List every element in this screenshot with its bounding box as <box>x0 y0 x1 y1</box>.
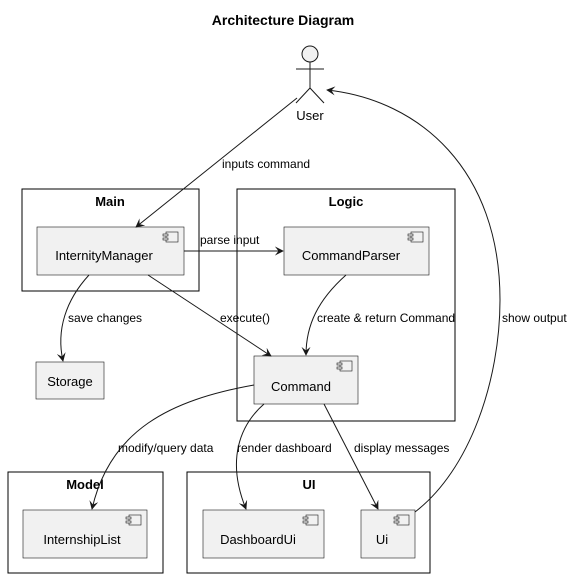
edge-save-changes-label: save changes <box>68 311 142 325</box>
component-command-parser: CommandParser <box>283 226 430 276</box>
ui-label: Ui <box>376 532 388 547</box>
component-icon <box>162 231 179 243</box>
package-model: Model <box>7 471 164 574</box>
edge-modify-query <box>89 384 255 510</box>
component-icon <box>302 514 319 526</box>
package-main-label: Main <box>95 194 125 209</box>
storage-label: Storage <box>47 374 93 389</box>
component-internship-list: InternshipList <box>22 509 148 559</box>
edge-parse-input-label: parse input <box>200 233 260 247</box>
component-dashboard-ui: DashboardUi <box>202 509 325 559</box>
edge-render-dashboard <box>235 403 265 510</box>
component-icon <box>336 360 353 372</box>
component-icon <box>125 514 142 526</box>
edge-inputs-command <box>135 97 298 228</box>
edge-create-return-label: create & return Command <box>317 311 455 325</box>
edge-execute <box>147 274 272 357</box>
component-icon <box>393 514 410 526</box>
component-ui: Ui <box>360 509 416 559</box>
edge-execute-label: execute() <box>220 311 270 325</box>
dashboard-ui-label: DashboardUi <box>220 532 296 547</box>
internship-list-label: InternshipList <box>43 532 121 547</box>
stick-figure-icon <box>295 45 325 104</box>
package-ui-label: UI <box>303 477 316 492</box>
component-storage: Storage <box>35 361 105 400</box>
edge-render-dashboard-label: render dashboard <box>237 441 332 455</box>
edge-show-output <box>326 86 501 513</box>
diagram-title: Architecture Diagram <box>212 12 354 28</box>
command-parser-label: CommandParser <box>302 248 401 263</box>
edge-save-changes <box>56 274 90 362</box>
edge-display-messages-label: display messages <box>354 441 449 455</box>
edge-modify-query-label: modify/query data <box>118 441 214 455</box>
edge-show-output-label: show output <box>502 311 567 325</box>
edge-display-messages <box>323 403 379 510</box>
component-icon <box>407 231 424 243</box>
component-internity-manager: InternityManager <box>36 226 185 276</box>
package-ui: UI <box>186 471 431 574</box>
package-logic-label: Logic <box>329 194 364 209</box>
package-main: Main <box>21 188 200 292</box>
edge-inputs-command-label: inputs command <box>222 157 310 171</box>
internity-manager-label: InternityManager <box>55 248 153 263</box>
user-actor: User <box>295 45 325 123</box>
package-logic: Logic <box>236 188 456 422</box>
edge-create-return <box>301 274 347 356</box>
component-command: Command <box>253 355 359 405</box>
command-label: Command <box>271 379 331 394</box>
user-label: User <box>296 108 324 123</box>
package-model-label: Model <box>66 477 104 492</box>
